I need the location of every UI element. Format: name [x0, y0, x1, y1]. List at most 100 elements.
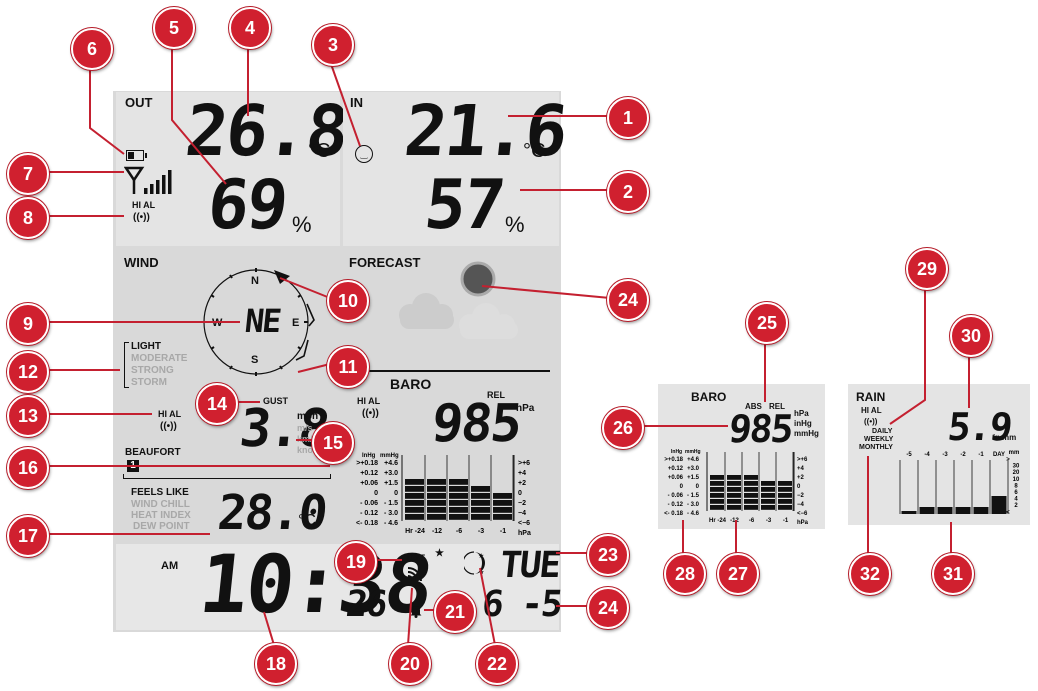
wind-scale-storm: STORM	[131, 377, 167, 388]
rain-bar-5	[991, 496, 1007, 514]
baro-detail-chart-bar-0-seg-1	[710, 499, 724, 504]
baro-detail-abs: ABS	[745, 402, 762, 411]
baro-chart-right-label-6: <−6	[518, 520, 530, 527]
baro-detail-chart-bar-2-seg-4	[744, 481, 758, 486]
callout-badge-3: 3	[312, 24, 354, 66]
baro-detail-chart-x-label-3: -3	[766, 518, 772, 524]
rain-scale-label-0: >	[1006, 457, 1010, 463]
rain-x-label-3: -2	[960, 452, 966, 458]
callout-badge-22: 22	[476, 643, 518, 685]
baro-detail-chart-right-label-5: −4	[797, 502, 805, 508]
feels-wind-chill: WIND CHILL	[131, 499, 190, 510]
callout-badge-4: 4	[229, 7, 271, 49]
rain-scale-label-6: 4	[1014, 497, 1018, 503]
baro-detail-chart-left-mmhg-5: - 3.0	[687, 502, 700, 508]
baro-detail-chart-bar-3-seg-4	[761, 481, 775, 486]
baro-chart-left-mmhg-4: - 1.5	[384, 500, 398, 507]
baro-chart-bar-1-seg-0	[427, 514, 446, 520]
baro-chart-bar-3-seg-2	[471, 500, 490, 506]
callout-badge-12: 12	[7, 351, 49, 393]
rain-label: RAIN	[856, 390, 886, 404]
wind-unit-knots: knots	[297, 445, 322, 455]
baro-detail-chart-left-inhg-5: - 0.12	[668, 502, 684, 508]
baro-detail-chart-bar-2-seg-3	[744, 487, 758, 492]
baro-chart-right-label-3: 0	[518, 490, 522, 497]
wind-alert-label: HI AL	[158, 409, 182, 419]
indoor-humidity-unit: %	[505, 212, 525, 237]
wind-direction-arrow-icon	[274, 270, 290, 284]
rain-period-weekly: WEEKLY	[864, 436, 894, 443]
outdoor-alert-label: HI AL	[132, 200, 156, 210]
compass-south: S	[251, 354, 259, 366]
baro-chart-bar-0-seg-3	[405, 493, 424, 499]
baro-chart-bar-1-seg-5	[427, 479, 446, 485]
callout-badge-26: 26	[602, 407, 644, 449]
baro-chart-left-mmhg-5: - 3.0	[384, 510, 398, 517]
baro-chart-left-inhg-0: >+0.18	[356, 460, 378, 467]
baro-chart-left-mmhg-6: - 4.6	[384, 520, 398, 527]
wind-unit-mph: mph	[297, 411, 319, 422]
baro-chart-bar-0-seg-4	[405, 486, 424, 492]
baro-detail-chart-x-label-2: -6	[749, 518, 755, 524]
feels-like-label: FEELS LIKE	[131, 487, 189, 498]
callout-badge-1: 1	[607, 97, 649, 139]
baro-chart-left-mmhg-2: +1.5	[384, 480, 398, 487]
baro-chart-x-label-0: Hr -24	[405, 528, 425, 535]
radio-signal-icon	[406, 567, 422, 583]
baro-detail-chart-right-label-4: −2	[797, 493, 805, 499]
feels-dew-point: DEW POINT	[133, 521, 190, 532]
baro-detail-chart-bar-2-seg-5	[744, 475, 758, 480]
baro-chart-left-mmhg-3: 0	[394, 490, 398, 497]
baro-chart-bar-0-seg-2	[405, 500, 424, 506]
baro-chart-left-mmhg-0: +4.6	[384, 460, 398, 467]
rain-x-label-4: -1	[978, 452, 984, 458]
callout-badge-23: 23	[587, 534, 629, 576]
baro-chart-bar-4-seg-0	[493, 514, 512, 520]
baro-chart-bar-2-seg-2	[449, 500, 468, 506]
callout-badge-17: 17	[7, 515, 49, 557]
compass-east: E	[292, 317, 300, 329]
callout-badge-8: 8	[7, 197, 49, 239]
baro-chart-right-label-5: −4	[518, 510, 526, 517]
baro-detail-unit-inhg: inHg	[794, 419, 812, 428]
baro-detail-chart-left-inhg-2: +0.06	[668, 475, 684, 481]
baro-detail-chart-bar-0-seg-5	[710, 475, 724, 480]
baro-chart-bar-2-seg-4	[449, 486, 468, 492]
baro-chart-right-label-2: +2	[518, 480, 526, 487]
callout-badge-13: 13	[7, 395, 49, 437]
rain-scale-label-3: 10	[1013, 477, 1020, 483]
baro-detail-chart-bar-2-seg-1	[744, 499, 758, 504]
baro-chart-head-inhg: InHg	[362, 453, 376, 459]
baro-rel-label: REL	[487, 390, 505, 400]
gust-label: GUST	[263, 396, 289, 406]
baro-chart-head-mmhg: mmHg	[380, 453, 399, 459]
baro-detail-chart-bar-1-seg-1	[727, 499, 741, 504]
baro-detail-chart-bar-2-seg-2	[744, 493, 758, 498]
rain-scale-label-1: 30	[1013, 464, 1020, 470]
wind-scale-bracket	[124, 342, 129, 388]
baro-chart-bar-3-seg-1	[471, 507, 490, 513]
beaufort-label: BEAUFORT	[125, 447, 181, 458]
baro-chart-bar-2-seg-0	[449, 514, 468, 520]
baro-chart-left-inhg-5: - 0.12	[360, 510, 378, 517]
baro-detail-chart-left-mmhg-3: 0	[696, 484, 700, 490]
feels-like-unit: °C	[298, 512, 316, 529]
rain-bar-3	[955, 507, 971, 514]
callout-badge-14: 14	[196, 383, 238, 425]
baro-detail-chart-bar-3-seg-3	[761, 487, 775, 492]
baro-chart-right-unit: hPa	[518, 530, 531, 537]
baro-chart-bar-1-seg-1	[427, 507, 446, 513]
forecast-label: FORECAST	[349, 255, 421, 270]
baro-detail-chart-bar-0-seg-4	[710, 481, 724, 486]
baro-chart-bar-0-seg-0	[405, 514, 424, 520]
baro-detail-chart-x-label-0: Hr -24	[709, 518, 727, 524]
callout-badge-9: 9	[7, 303, 49, 345]
baro-detail-chart-bar-1-seg-2	[727, 493, 741, 498]
baro-chart-bar-1-seg-4	[427, 486, 446, 492]
callout-badge-32: 32	[849, 553, 891, 595]
indoor-label: IN	[350, 95, 363, 110]
baro-detail-chart-bar-1-seg-4	[727, 481, 741, 486]
baro-chart-bar-3-seg-4	[471, 486, 490, 492]
baro-chart-right-label-0: >+6	[518, 460, 530, 467]
